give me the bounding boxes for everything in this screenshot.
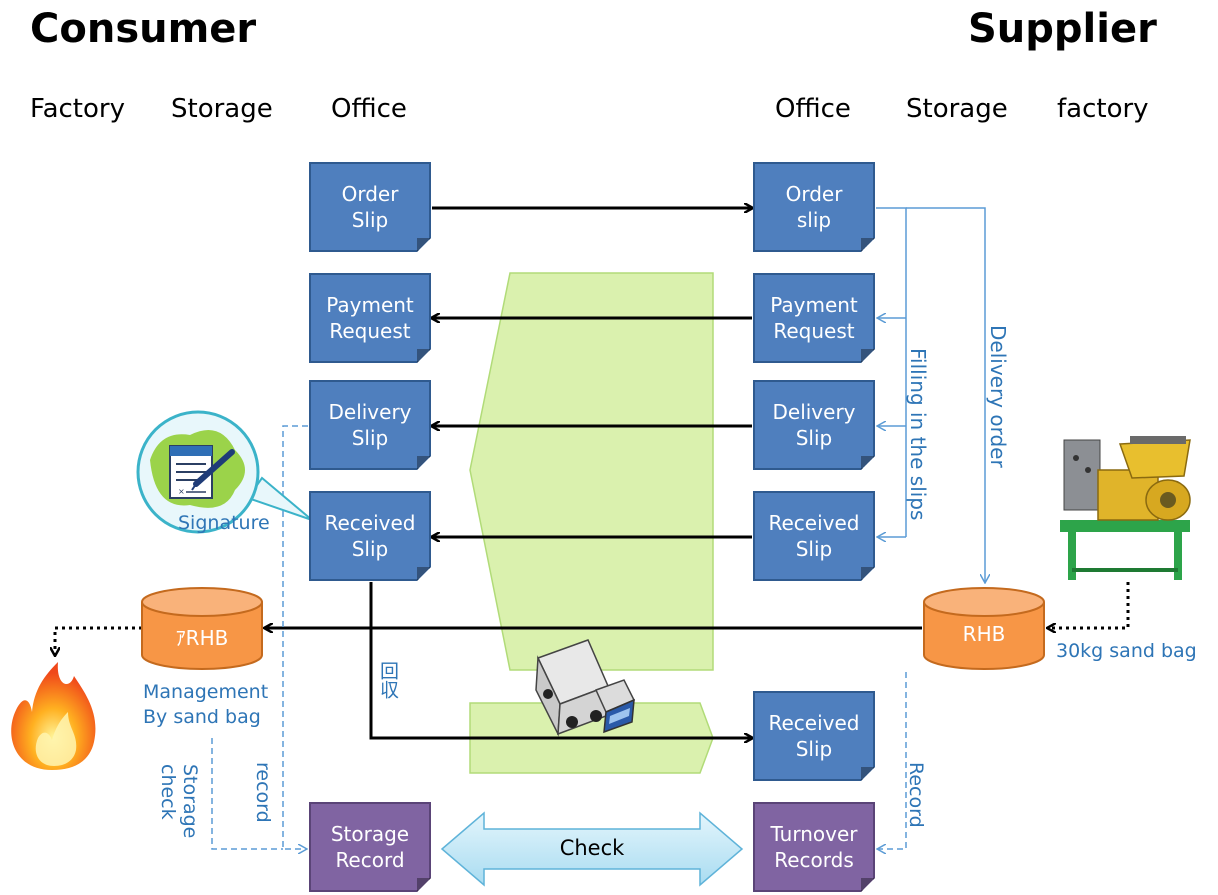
record-supplier-label: Record bbox=[905, 762, 927, 828]
consumer-heading: Consumer bbox=[30, 6, 257, 52]
consumer-received-slip: Received Slip bbox=[309, 491, 431, 581]
consumer-factory-column: Factory bbox=[30, 94, 125, 124]
sand-bag-label: 30kg sand bag bbox=[1056, 640, 1197, 662]
supplier-delivery-slip: Delivery Slip bbox=[753, 380, 875, 470]
consumer-office-column: Office bbox=[331, 94, 407, 124]
supplier-rhb-label: RHB bbox=[962, 622, 1006, 646]
signature-document-icon: × bbox=[169, 445, 235, 499]
sand-mill-machine-icon bbox=[1060, 436, 1191, 580]
supplier-office-column: Office bbox=[775, 94, 851, 124]
svg-text:×: × bbox=[178, 487, 185, 496]
truck-route-panel bbox=[469, 272, 714, 671]
consumer-rhb-tank bbox=[141, 587, 263, 670]
management-label-line1: Management bbox=[143, 681, 269, 703]
consumer-order-slip: Order Slip bbox=[309, 162, 431, 252]
supplier-received-slip: Received Slip bbox=[753, 491, 875, 581]
fire-icon bbox=[11, 662, 96, 770]
supplier-factory-column: factory bbox=[1057, 94, 1149, 124]
supplier-turnover-records: Turnover Records bbox=[753, 802, 875, 892]
consumer-storage-column: Storage bbox=[171, 94, 273, 124]
supplier-heading: Supplier bbox=[968, 6, 1157, 52]
storage-check-label: Storage check bbox=[157, 764, 201, 839]
check-label: Check bbox=[559, 836, 625, 860]
management-label-line2: By sand bag bbox=[143, 706, 261, 728]
collect-label: 回収 bbox=[377, 661, 399, 699]
supplier-payment-request: Payment Request bbox=[753, 273, 875, 363]
supplier-rhb-tank bbox=[923, 587, 1045, 670]
check-double-arrow bbox=[440, 811, 744, 887]
supplier-order-slip: Order slip bbox=[753, 162, 875, 252]
consumer-payment-request: Payment Request bbox=[309, 273, 431, 363]
consumer-storage-record: Storage Record bbox=[309, 802, 431, 892]
record-consumer-label: record bbox=[252, 762, 274, 823]
supplier-received-slip-returned: Received Slip bbox=[753, 691, 875, 781]
consumer-delivery-slip: Delivery Slip bbox=[309, 380, 431, 470]
truck-icon bbox=[535, 639, 636, 737]
delivery-order-label: Delivery order bbox=[986, 325, 1010, 468]
supplier-storage-column: Storage bbox=[906, 94, 1008, 124]
signature-label: Signature bbox=[178, 512, 270, 534]
filling-in-slips-label: Filling in the slips bbox=[906, 348, 930, 521]
consumer-rhb-label: ｱRHB bbox=[175, 626, 229, 650]
